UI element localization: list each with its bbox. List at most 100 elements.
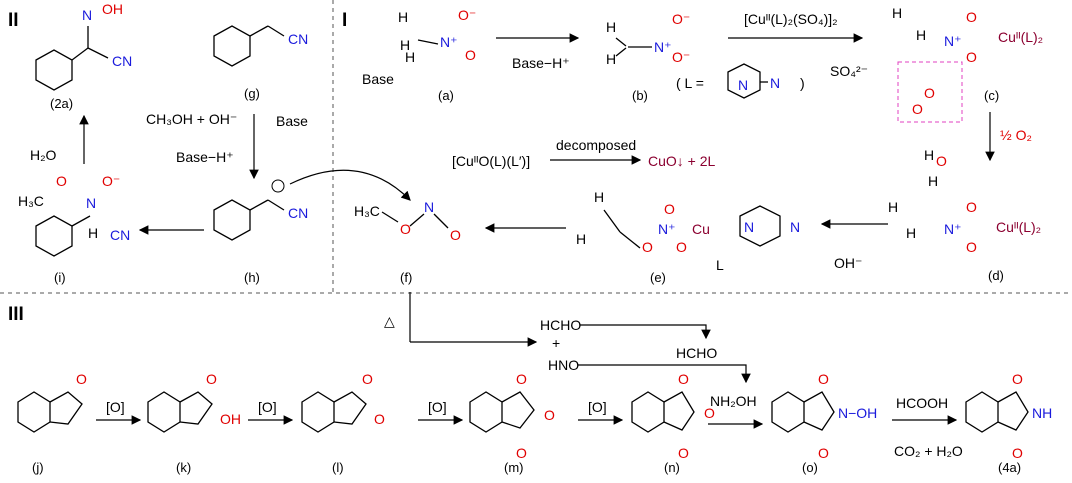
sulfate-label: SO₄²⁻ <box>830 63 868 79</box>
svg-text:H: H <box>400 37 410 53</box>
svg-text:Cuᴵᴵ(L)₂: Cuᴵᴵ(L)₂ <box>998 29 1043 45</box>
svg-text:O: O <box>56 173 67 189</box>
base-h-label-ii: Base−H⁺ <box>176 149 234 165</box>
compound-d: H O H H H N⁺ O O Cuᴵᴵ(L)₂ (d) <box>888 147 1041 283</box>
compound-n: O O O (n) <box>631 371 715 475</box>
label-d: (d) <box>988 268 1004 283</box>
label-a: (a) <box>438 88 454 103</box>
label-m: (m) <box>504 460 524 475</box>
compound-k: O OH (k) <box>147 371 241 475</box>
svg-text:H: H <box>906 225 916 241</box>
byproduct-base-h: Base−H⁺ <box>512 55 570 71</box>
svg-text:O: O <box>450 227 461 243</box>
arrow-h-f <box>289 169 411 201</box>
compound-4a: O NH O (4a) <box>965 371 1052 475</box>
byproduct-co2-h2o: CO₂ + H₂O <box>894 443 963 459</box>
svg-text:OH: OH <box>220 411 241 427</box>
svg-text:H: H <box>576 231 586 247</box>
compound-b: H H N⁺ O⁻ O⁻ (b) <box>606 11 690 103</box>
compound-j: O (j) <box>17 371 87 475</box>
svg-text:O: O <box>818 371 829 387</box>
svg-text:O: O <box>206 371 217 387</box>
hydroxide-label: OH⁻ <box>834 255 862 271</box>
svg-text:CN: CN <box>110 227 130 243</box>
base-label-ii: Base <box>276 113 308 129</box>
label-4a: (4a) <box>998 460 1021 475</box>
svg-text:O: O <box>465 47 476 63</box>
oxidant-label-2: [O] <box>258 399 277 415</box>
svg-text:O: O <box>936 153 947 169</box>
section-label-i: I <box>342 10 347 31</box>
svg-text:N⁺: N⁺ <box>440 34 458 50</box>
compound-o: O N−OH O (o) <box>771 371 877 475</box>
compound-l: O O (l) <box>301 371 385 475</box>
catalyst-label: [Cuᴵᴵ(L)₂(SO₄)]₂ <box>744 11 838 27</box>
svg-text:( L =: ( L = <box>676 75 704 91</box>
label-c: (c) <box>984 88 999 103</box>
svg-text:H: H <box>892 5 902 21</box>
label-l: (l) <box>332 460 344 475</box>
label-b: (b) <box>632 88 648 103</box>
methanol-label: CH₃OH + OH⁻ <box>146 111 237 127</box>
svg-text:N: N <box>790 219 800 235</box>
svg-text:NH: NH <box>1032 405 1052 421</box>
svg-text:Cu: Cu <box>692 221 710 237</box>
formic-acid-label: HCOOH <box>896 395 948 411</box>
label-e: (e) <box>650 270 666 285</box>
svg-text:N: N <box>86 195 96 211</box>
svg-text:O: O <box>676 239 687 255</box>
svg-text:O: O <box>966 49 977 65</box>
compound-f: H₃C O N O (f) <box>354 199 461 285</box>
svg-text:H: H <box>916 27 926 43</box>
oxidant-label-3: [O] <box>428 399 447 415</box>
svg-text:OH: OH <box>102 1 123 17</box>
svg-text:O: O <box>966 239 977 255</box>
decomposed-label: decomposed <box>556 137 636 153</box>
svg-text:H: H <box>606 19 616 35</box>
label-i: (i) <box>54 270 66 285</box>
svg-text:H₃C: H₃C <box>354 203 380 219</box>
svg-text:O: O <box>924 85 935 101</box>
section-label-ii: II <box>8 10 19 31</box>
label-j: (j) <box>32 460 44 475</box>
label-g: (g) <box>244 86 260 101</box>
oxidant-label-1: [O] <box>106 399 125 415</box>
svg-text:O: O <box>818 445 829 461</box>
label-h: (h) <box>244 270 260 285</box>
svg-text:N⁺: N⁺ <box>944 221 962 237</box>
water-label: H₂O <box>30 147 57 163</box>
svg-text:N⁺: N⁺ <box>654 39 672 55</box>
label-2a: (2a) <box>50 96 73 111</box>
svg-text:O⁻: O⁻ <box>672 11 690 27</box>
compound-g: CN (g) <box>213 25 308 101</box>
label-o: (o) <box>802 460 818 475</box>
svg-text:O⁻: O⁻ <box>672 49 690 65</box>
hydroxylamine-label: NH₂OH <box>710 393 757 409</box>
arrow-hno <box>578 364 751 384</box>
formaldehyde-label-2: HCHO <box>676 345 717 361</box>
svg-text:H: H <box>924 147 934 163</box>
cuo-product: CuO↓ + 2L <box>648 153 716 169</box>
svg-text:H: H <box>594 189 604 205</box>
compound-a: H H H N⁺ O⁻ O Base (a) <box>362 7 476 103</box>
svg-text:O: O <box>516 371 527 387</box>
svg-text:O: O <box>642 239 653 255</box>
svg-text:O: O <box>76 371 87 387</box>
svg-text:CN: CN <box>288 31 308 47</box>
plus-sign: + <box>552 335 560 351</box>
svg-text:O: O <box>966 199 977 215</box>
svg-text:O⁻: O⁻ <box>458 7 476 23</box>
svg-text:O: O <box>516 445 527 461</box>
svg-text:Cuᴵᴵ(L)₂: Cuᴵᴵ(L)₂ <box>996 219 1041 235</box>
svg-text:CN: CN <box>112 53 132 69</box>
svg-text:H: H <box>888 199 898 215</box>
svg-text:H: H <box>606 51 616 67</box>
svg-text:H: H <box>398 9 408 25</box>
oxidant-label-4: [O] <box>588 399 607 415</box>
svg-text:N−OH: N−OH <box>838 405 877 421</box>
compound-c: H H N⁺ O O Cuᴵᴵ(L)₂ O O (c) <box>892 5 1043 123</box>
svg-text:O: O <box>544 407 555 423</box>
svg-text:N: N <box>738 77 748 93</box>
arrow-hcho <box>580 324 711 340</box>
